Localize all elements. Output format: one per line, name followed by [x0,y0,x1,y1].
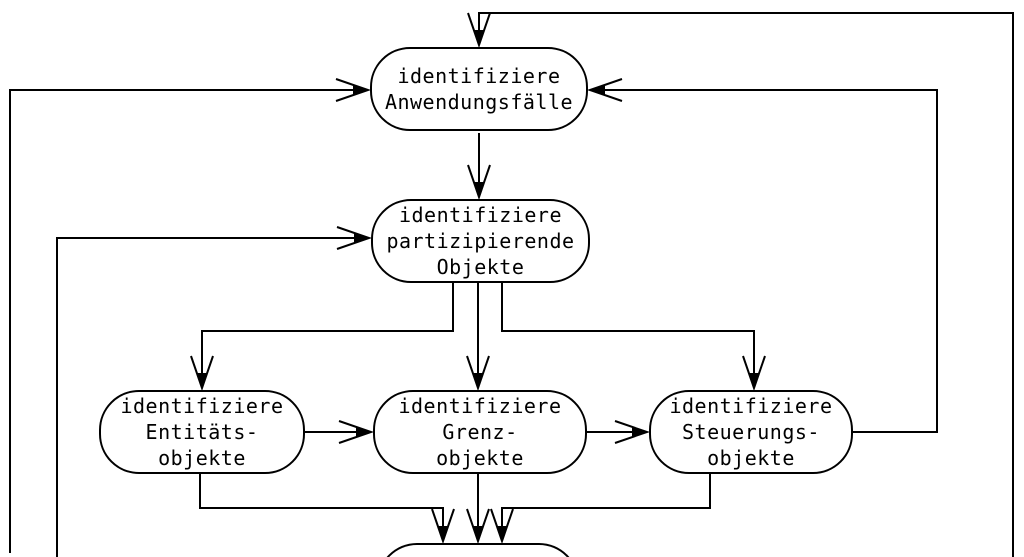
edge-return-loop-to-partizipierende-left [56,226,373,557]
node-label-partizipierende: identifiziere partizipierende Objekte [386,203,575,279]
edge-partizipierende-to-entitaets [190,283,454,392]
node-identifiziere-steuerungsobjekte: identifiziere Steuerungs- objekte [649,390,853,474]
node-identifiziere-anwendungsfaelle: identifiziere Anwendungsfälle [370,47,588,131]
edge-partizipierende-to-steuerungs [501,283,766,392]
node-identifiziere-partizipierende-objekte: identifiziere partizipierende Objekte [371,199,590,283]
node-label-anwendungsfaelle: identifiziere Anwendungsfälle [384,64,574,114]
edge-steuerungs-to-anwendungsfaelle [586,78,938,433]
edge-entitaets-to-bottom-node [199,474,455,545]
node-label-grenz: identifiziere Grenz- objekte [398,394,562,470]
node-identifiziere-grenzobjekte: identifiziere Grenz- objekte [373,390,587,474]
edge-return-loop-to-anwendungsfaelle-left [9,78,372,553]
node-label-steuerungs: identifiziere Steuerungs- objekte [669,394,833,470]
node-label-entitaets: identifiziere Entitäts- objekte [120,394,284,470]
node-bottom-partial [377,543,579,557]
edge-steuerungs-to-bottom-node [490,474,711,545]
edge-return-loop-to-anwendungsfaelle-top [467,12,1014,557]
node-identifiziere-entitaetsobjekte: identifiziere Entitäts- objekte [99,390,305,474]
